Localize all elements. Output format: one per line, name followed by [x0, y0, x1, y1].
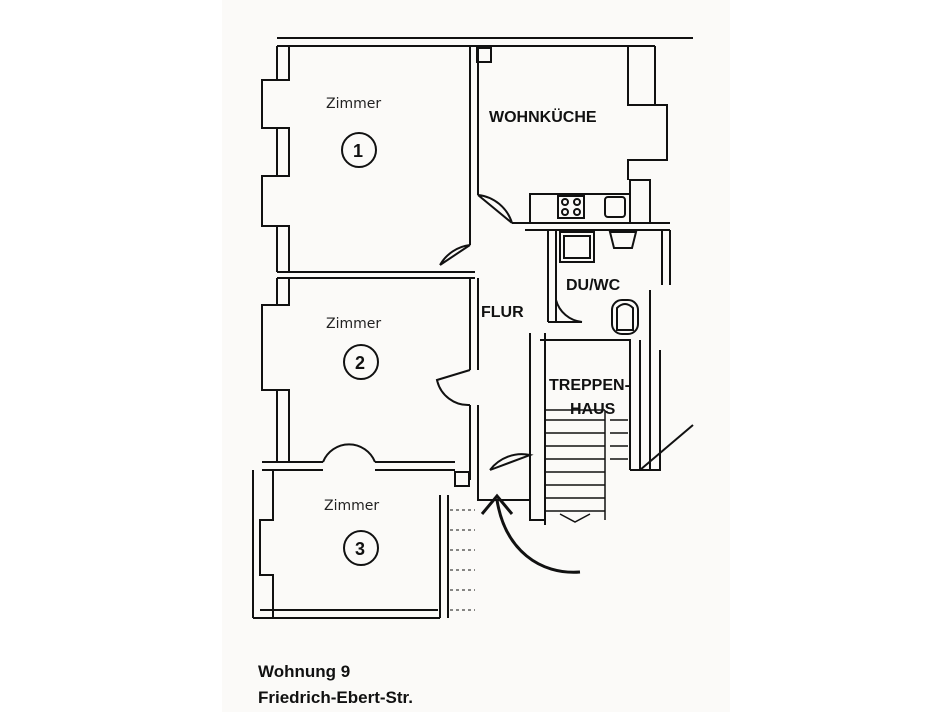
- treppenhaus-label-line2: HAUS: [570, 401, 616, 418]
- flur-label: FLUR: [481, 304, 524, 321]
- kitchen-appliance: [629, 179, 651, 224]
- entry-arrow: [495, 499, 581, 574]
- chimney-top: [476, 47, 492, 63]
- kitchen-stove: [557, 195, 585, 219]
- wall-top: [277, 37, 693, 47]
- duwc-label: DU/WC: [566, 277, 621, 294]
- caption-apartment: Wohnung 9: [258, 662, 351, 681]
- room2-number-circle: [343, 344, 379, 380]
- shower-tray: [559, 231, 595, 263]
- door-room1: [439, 244, 471, 266]
- door-bath: [548, 299, 583, 323]
- room3-number-circle: [343, 530, 379, 566]
- entry-arrow-head: [480, 493, 514, 515]
- door-entry: [489, 453, 534, 471]
- door-room2: [435, 369, 471, 407]
- wall-left-room3: [259, 470, 274, 618]
- room2-label: Zimmer: [326, 316, 381, 332]
- wall-entry: [477, 470, 530, 501]
- wall-room2-room3: [262, 461, 455, 471]
- caption-street: Friedrich-Ebert-Str.: [258, 688, 413, 707]
- wall-diagonal: [639, 424, 694, 471]
- room3-label: Zimmer: [324, 498, 379, 514]
- paper-sheet: [222, 0, 730, 712]
- stair-lower: [450, 509, 475, 611]
- toilet: [611, 299, 639, 335]
- room2-number: 2: [355, 353, 365, 373]
- stair-treads: [545, 409, 628, 523]
- room3-number: 3: [355, 539, 365, 559]
- wall-bath: [547, 230, 671, 322]
- room1-number: 1: [353, 141, 363, 161]
- door-room3: [322, 443, 376, 463]
- wall-room1-room2: [277, 271, 475, 279]
- wall-stair: [529, 333, 641, 525]
- wall-room3-right: [439, 495, 449, 618]
- wall-kitchen-right: [627, 46, 668, 180]
- treppenhaus-label-line1: TREPPEN-: [549, 377, 630, 394]
- wall-left-room1: [261, 46, 290, 272]
- door-kitchen: [477, 194, 513, 224]
- chimney-lower: [454, 471, 470, 487]
- room1-number-circle: [341, 132, 377, 168]
- wall-right-lower: [630, 290, 661, 471]
- wall-bottom: [253, 609, 440, 619]
- wohnkueche-label: WOHNKÜCHE: [489, 107, 597, 126]
- room1-label: Zimmer: [326, 96, 381, 112]
- wall-left-room2: [261, 278, 290, 462]
- wall-kitchen-bottom: [512, 222, 670, 231]
- wall-flur-left: [469, 46, 479, 480]
- kitchen-sink: [604, 196, 626, 218]
- wash-basin: [608, 231, 638, 249]
